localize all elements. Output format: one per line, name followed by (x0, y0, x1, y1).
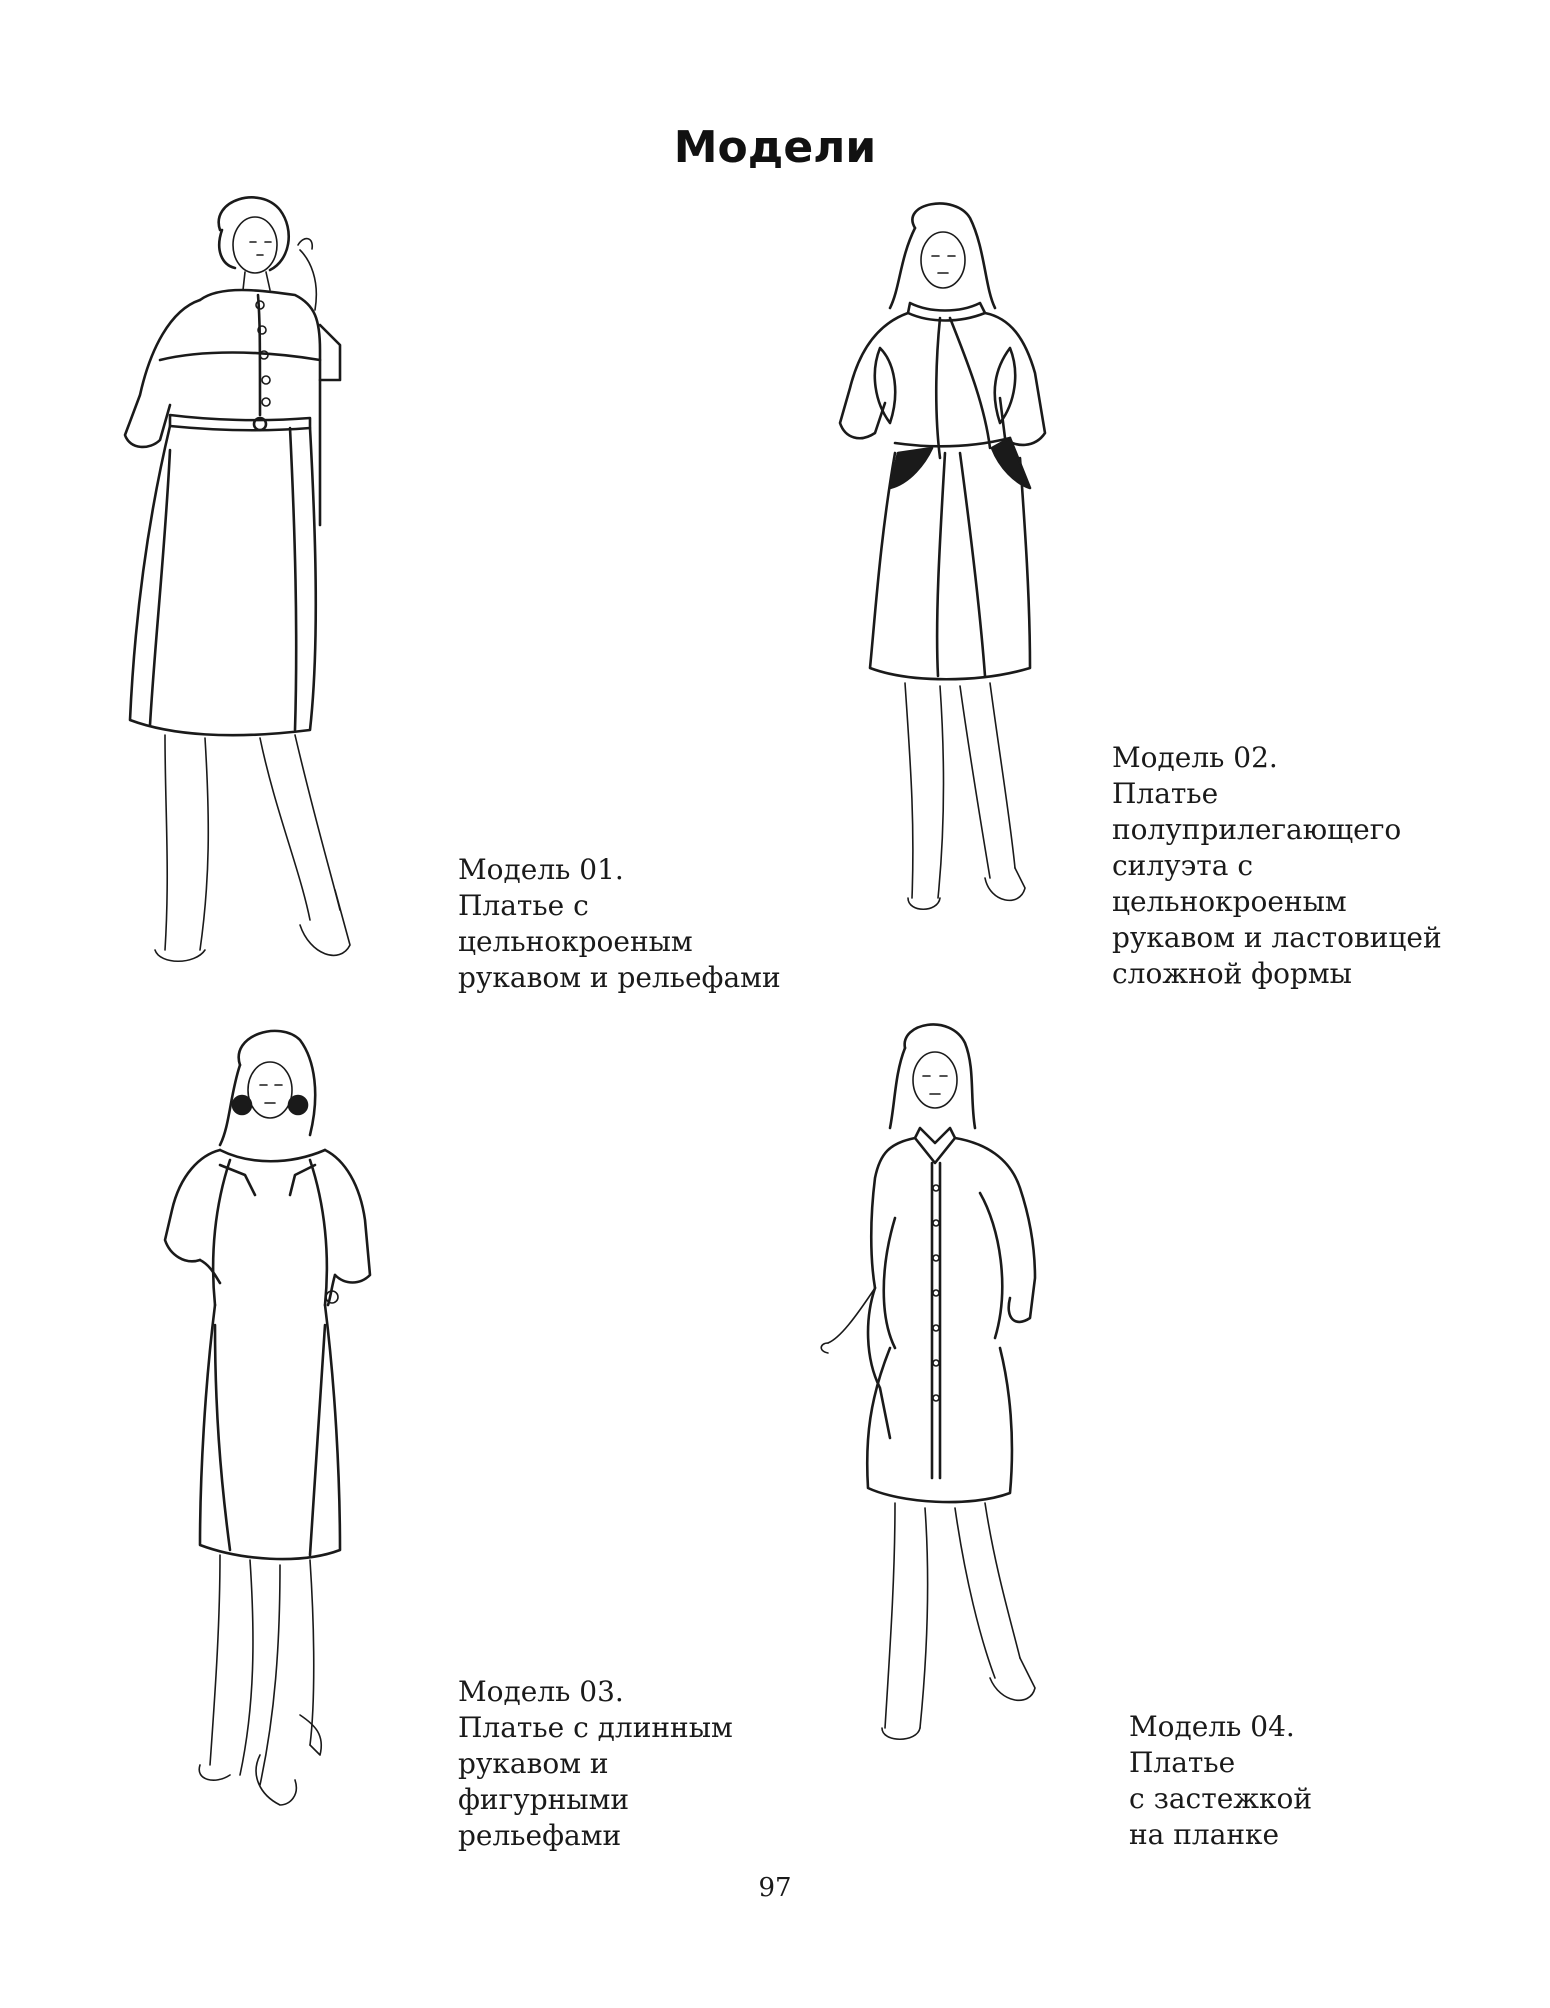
model-01-illustration (123, 196, 351, 962)
model-01-number: Модель 01. (458, 853, 624, 886)
page-title: Модели (673, 122, 877, 173)
model-02-number: Модель 02. (1112, 741, 1278, 774)
model-04-desc-line: Платье (1129, 1746, 1236, 1779)
model-01-desc-line: рукавом и рельефами (458, 961, 781, 994)
model-03-desc-line: рельефами (458, 1819, 622, 1852)
model-02-desc-line: цельнокроеным (1112, 885, 1347, 918)
model-03-number: Модель 03. (458, 1675, 624, 1708)
model-02-caption: Модель 02. Платье полуприлегающего силуэ… (1112, 740, 1442, 992)
model-01-desc-line: Платье с (458, 889, 589, 922)
model-03-desc-line: рукавом и (458, 1747, 609, 1780)
model-03-illustration (163, 1029, 372, 1806)
model-04-desc-line: на планке (1129, 1818, 1280, 1851)
model-04-caption: Модель 04. Платье с застежкой на планке (1129, 1709, 1312, 1853)
model-03-desc-line: фигурными (458, 1783, 630, 1816)
model-01-desc-line: цельнокроеным (458, 925, 693, 958)
model-02-desc-line: сложной формы (1112, 957, 1352, 990)
model-02-desc-line: рукавом и ластовицей (1112, 921, 1442, 954)
model-01-caption: Модель 01. Платье с цельнокроеным рукаво… (458, 852, 781, 996)
model-02-desc-line: полуприлегающего (1112, 813, 1402, 846)
page-number: 97 (758, 1873, 792, 1903)
model-04-illustration (820, 1023, 1037, 1740)
model-02-illustration (838, 202, 1047, 911)
model-02-desc-line: Платье (1112, 777, 1219, 810)
model-04-desc-line: с застежкой (1129, 1782, 1313, 1815)
model-02-desc-line: силуэта с (1112, 849, 1254, 882)
model-04-number: Модель 04. (1129, 1710, 1295, 1743)
model-03-desc-line: Платье с длинным (458, 1711, 733, 1744)
model-03-caption: Модель 03. Платье с длинным рукавом и фи… (458, 1674, 733, 1854)
